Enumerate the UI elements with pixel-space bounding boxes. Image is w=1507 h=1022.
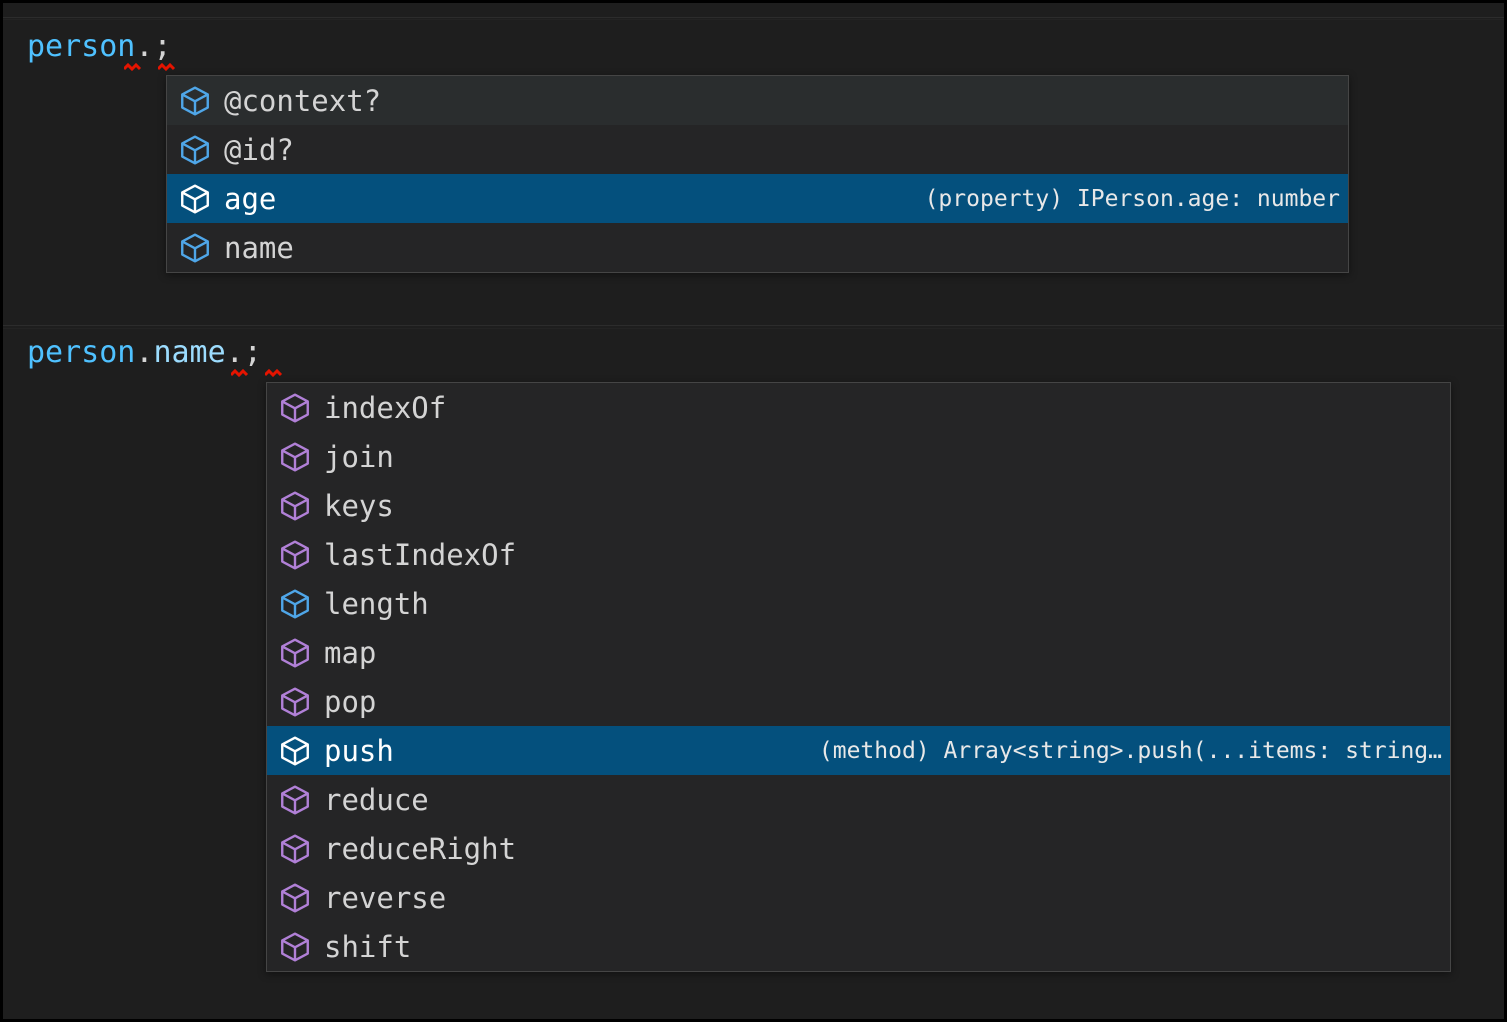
suggestion-item-shift[interactable]: shift [267,922,1450,971]
suggestion-item-label: push [324,733,394,768]
method-cube-icon [278,881,312,915]
code-line-2[interactable]: person.name.; [27,335,262,371]
method-cube-icon [278,440,312,474]
suggestion-item-detail: (property) IPerson.age: number [924,185,1340,212]
suggestion-item-indexof[interactable]: indexOf [267,383,1450,432]
suggestion-item-push[interactable]: push (method) Array<string>.push(...items… [267,726,1450,775]
method-cube-icon [278,391,312,425]
error-squiggle-icon [158,63,178,72]
suggestion-item-name[interactable]: name [167,223,1348,272]
suggestion-item-id[interactable]: @id? [167,125,1348,174]
suggestion-item-label: reverse [324,880,447,915]
suggestion-item-detail: (method) Array<string>.push(...items: st… [818,737,1442,764]
suggestion-item-lastindexof[interactable]: lastIndexOf [267,530,1450,579]
suggestion-item-reduceright[interactable]: reduceRight [267,824,1450,873]
code-token-identifier: person [27,335,136,370]
method-cube-icon [278,636,312,670]
editor-rule [3,19,1504,20]
code-token-punctuation: ; [243,335,262,370]
suggestion-item-label: reduceRight [324,831,517,866]
property-cube-icon [178,133,212,167]
suggestion-item-map[interactable]: map [267,628,1450,677]
error-squiggle-icon [265,369,285,378]
suggestion-item-label: @context? [224,83,382,118]
code-token-punctuation: . [135,335,154,370]
editor-rule [3,325,1504,326]
suggestion-item-context[interactable]: @context? [167,76,1348,125]
suggestion-item-label: pop [324,684,377,719]
editor-rule [3,328,1504,329]
suggestion-item-label: name [224,230,294,265]
suggestion-item-label: map [324,635,377,670]
suggestion-item-reduce[interactable]: reduce [267,775,1450,824]
code-line-1[interactable]: person.; [27,29,172,65]
code-token-property: name [153,335,226,370]
suggestion-item-label: reduce [324,782,429,817]
suggestion-item-label: keys [324,488,394,523]
code-token-punctuation: ; [153,29,172,64]
suggestion-item-label: join [324,439,394,474]
property-cube-icon [178,84,212,118]
suggestion-item-length[interactable]: length [267,579,1450,628]
suggestion-item-label: length [324,586,429,621]
method-cube-icon [278,734,312,768]
method-cube-icon [278,538,312,572]
suggestion-item-age[interactable]: age (property) IPerson.age: number [167,174,1348,223]
suggestion-widget-person-members[interactable]: @context? @id? age (property) IPerson.age: … [166,75,1349,273]
code-token-punctuation: . [135,29,154,64]
property-cube-icon [178,182,212,216]
property-cube-icon [178,231,212,265]
code-token-punctuation: . [225,335,244,370]
suggestion-item-join[interactable]: join [267,432,1450,481]
error-squiggle-icon [231,369,251,378]
error-squiggle-icon [124,63,144,72]
suggestion-item-keys[interactable]: keys [267,481,1450,530]
suggestion-item-label: shift [324,929,412,964]
suggestion-item-reverse[interactable]: reverse [267,873,1450,922]
code-token-identifier: person [27,29,136,64]
method-cube-icon [278,832,312,866]
method-cube-icon [278,685,312,719]
method-cube-icon [278,489,312,523]
method-cube-icon [278,930,312,964]
suggestion-item-label: lastIndexOf [324,537,517,572]
property-cube-icon [278,587,312,621]
suggestion-widget-array-members[interactable]: indexOf join keys lastIndexOf length map pop pu… [266,382,1451,972]
suggestion-item-pop[interactable]: pop [267,677,1450,726]
suggestion-item-label: age [224,181,277,216]
editor-rule [3,17,1504,18]
suggestion-item-label: @id? [224,132,294,167]
method-cube-icon [278,783,312,817]
suggestion-item-label: indexOf [324,390,447,425]
